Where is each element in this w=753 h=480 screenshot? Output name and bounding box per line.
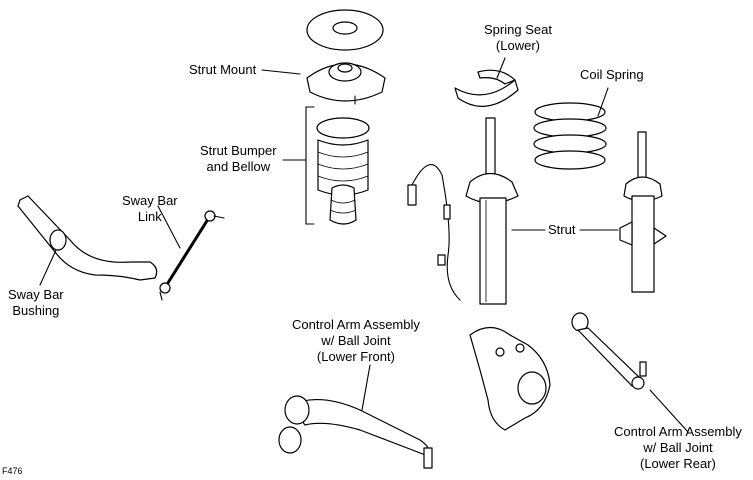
strut-mount-part xyxy=(306,9,386,105)
label-control-arm-front: Control Arm Assembly w/ Ball Joint (Lowe… xyxy=(292,317,420,364)
label-spring-seat: Spring Seat (Lower) xyxy=(484,22,552,53)
label-strut-mount: Strut Mount xyxy=(189,62,257,77)
label-sway-bar-bushing: Sway Bar Bushing xyxy=(8,287,64,318)
label-control-arm-rear: Control Arm Assembly w/ Ball Joint (Lowe… xyxy=(614,424,742,471)
coil-spring-part xyxy=(533,87,609,170)
control-arm-rear-part xyxy=(571,312,689,433)
control-arm-front-part xyxy=(278,364,433,469)
label-sway-bar-link: Sway Bar Link xyxy=(122,193,178,224)
label-coil-spring: Coil Spring xyxy=(580,67,644,82)
label-strut: Strut xyxy=(548,222,576,237)
strut-bumper-part xyxy=(282,106,370,225)
strut-right-part xyxy=(579,131,667,293)
steering-knuckle-part xyxy=(469,326,551,431)
sway-bar-part xyxy=(17,195,158,286)
strut-part xyxy=(407,117,546,305)
label-strut-bumper: Strut Bumper and Bellow xyxy=(200,143,277,174)
strut-mount-leader xyxy=(261,69,301,75)
sway-bar-link-part xyxy=(157,205,225,301)
figure-code: F476 xyxy=(2,466,23,476)
spring-seat-part xyxy=(454,57,519,107)
